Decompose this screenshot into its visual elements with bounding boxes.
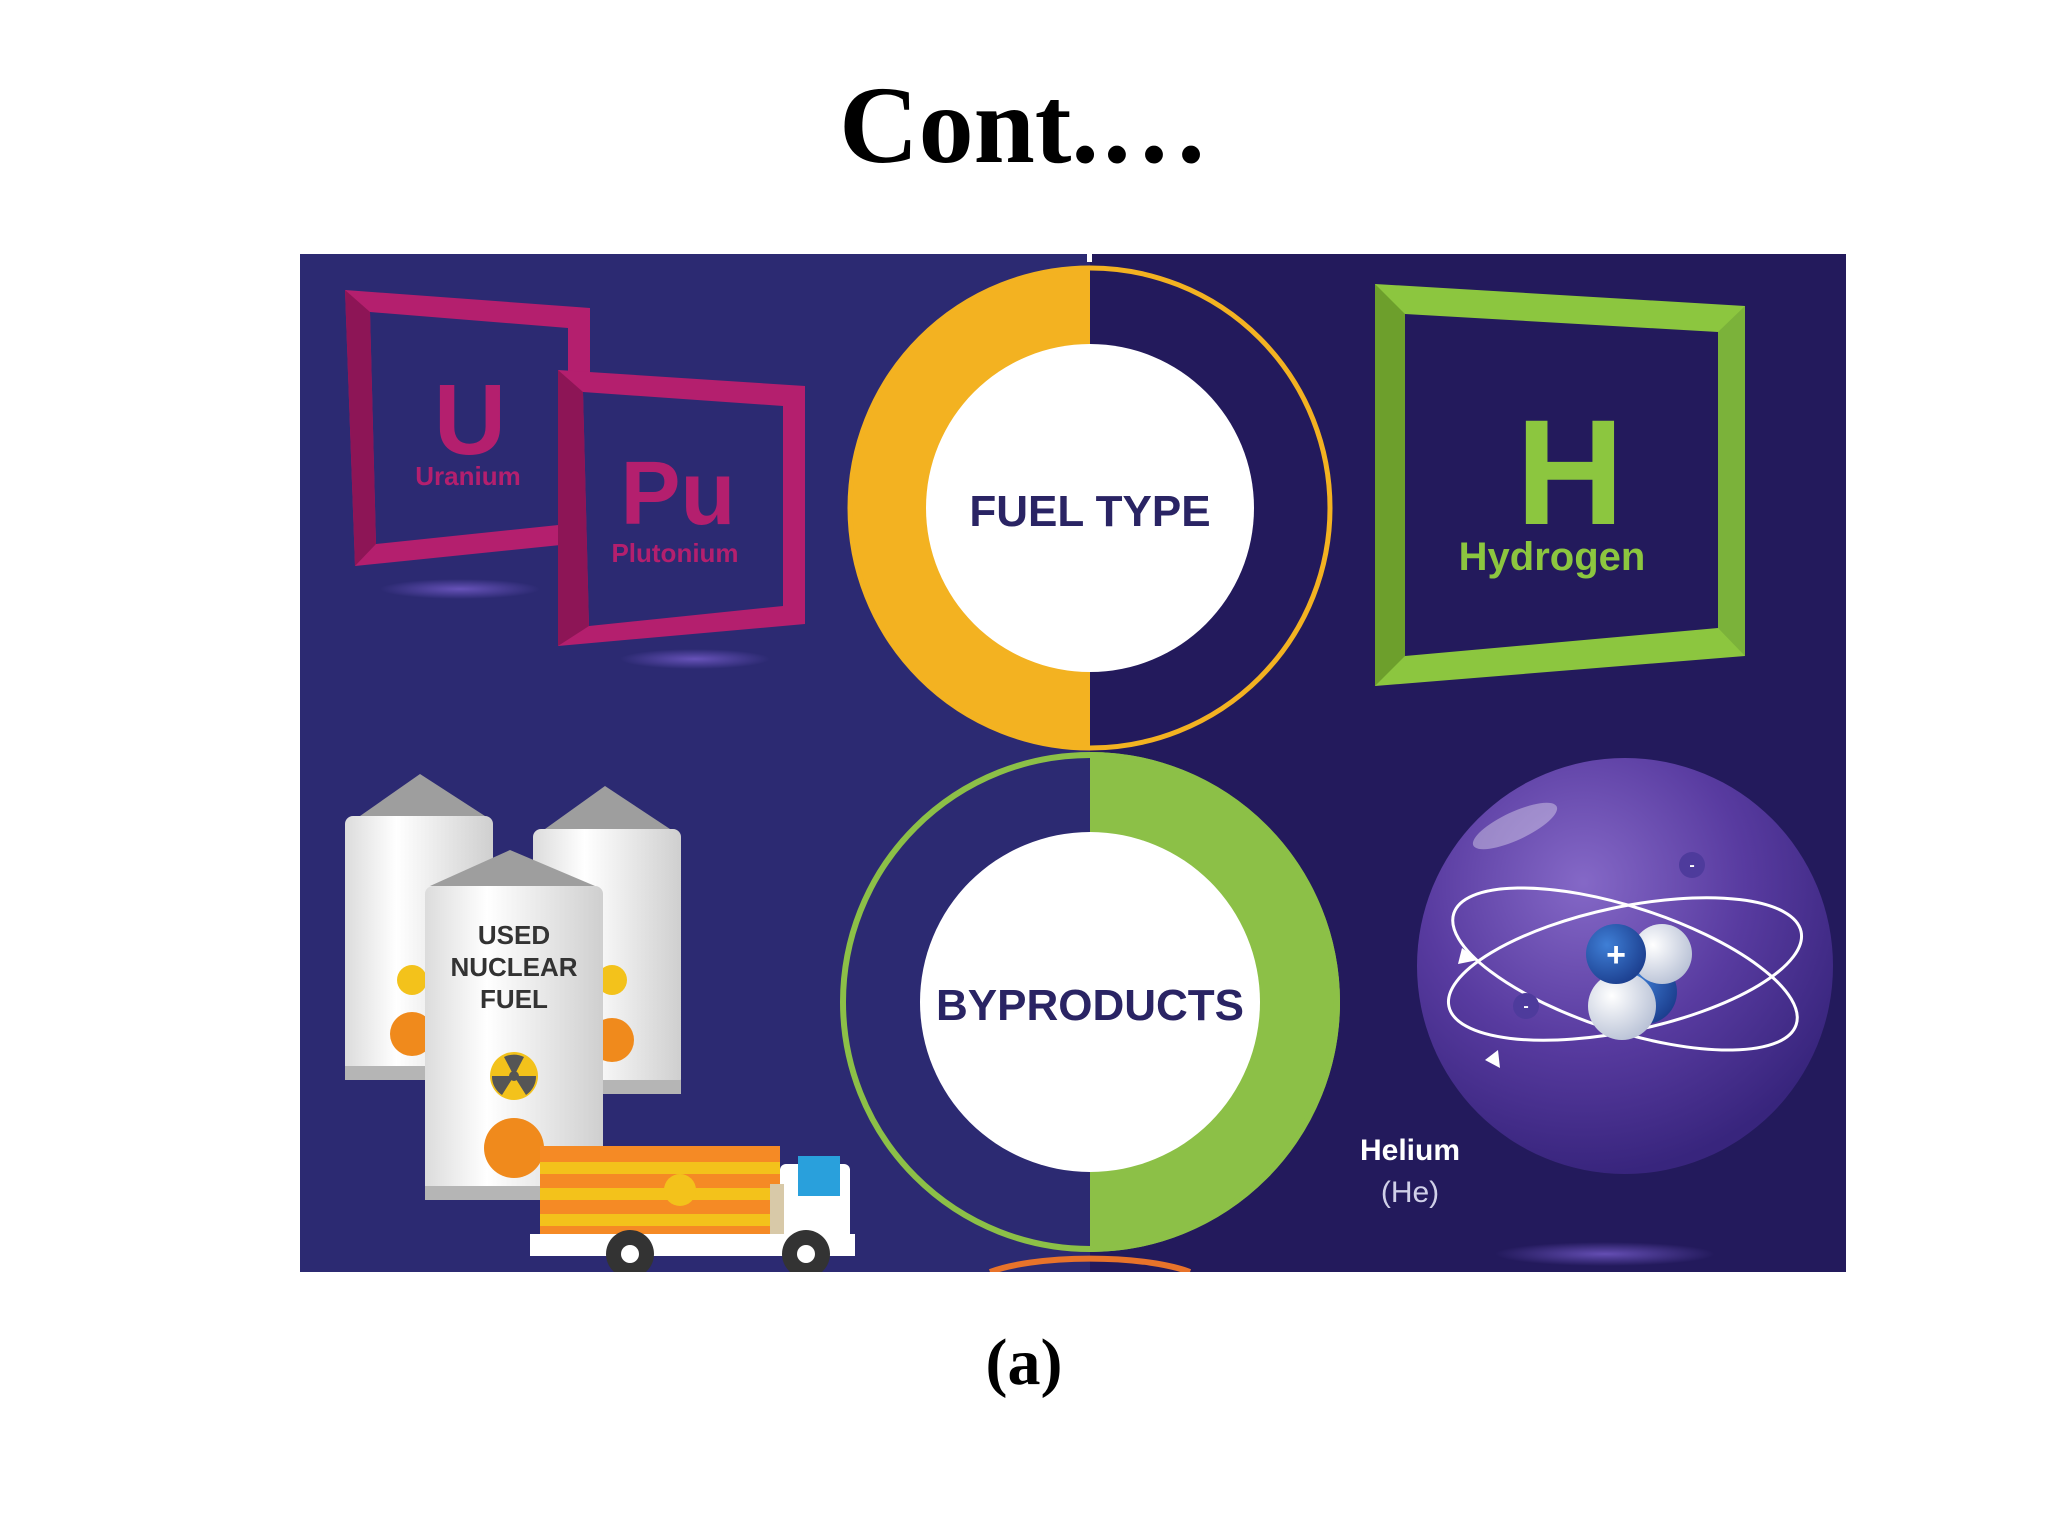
byproducts-label: BYPRODUCTS	[936, 981, 1244, 1030]
radiation-icon	[597, 965, 627, 995]
figure-canvas: FUEL TYPE BYPRODUCTS U Uranium	[300, 254, 1846, 1272]
fission-vs-fusion-figure: FUEL TYPE BYPRODUCTS U Uranium	[300, 254, 1846, 1272]
fuel-type-circle: FUEL TYPE	[847, 265, 1333, 751]
storage-cask-icon: USED NUCLEAR FUEL	[345, 774, 681, 1200]
byproducts-circle: BYPRODUCTS	[840, 752, 1340, 1252]
plutonium-name: Plutonium	[611, 538, 738, 568]
uranium-name: Uranium	[415, 461, 520, 491]
hydrogen-name: Hydrogen	[1459, 535, 1646, 579]
radiation-icon	[397, 965, 427, 995]
used-fuel-line1: USED	[478, 920, 550, 950]
hydrogen-symbol: H	[1516, 388, 1624, 556]
hydrogen-element-tile: H Hydrogen	[1375, 284, 1745, 686]
next-circle-edge	[988, 1255, 1192, 1272]
figure-caption: (a)	[985, 1326, 1063, 1399]
plutonium-element-tile: Pu Plutonium	[558, 370, 805, 669]
radiation-icon	[664, 1174, 696, 1206]
proton-sign: +	[1606, 936, 1626, 974]
atom-icon: - - +	[1417, 758, 1833, 1266]
helium-symbol: (He)	[1381, 1176, 1439, 1209]
truck-icon	[530, 1146, 855, 1272]
helium-name: Helium	[1360, 1134, 1460, 1167]
electron-sign-left: -	[1523, 998, 1528, 1015]
fuel-type-label: FUEL TYPE	[969, 487, 1210, 536]
used-fuel-line3: FUEL	[480, 984, 548, 1014]
plutonium-symbol: Pu	[620, 444, 735, 544]
center-tick	[1087, 254, 1092, 262]
uranium-element-tile: U Uranium	[345, 290, 590, 599]
slide-title: Cont.…	[839, 64, 1209, 186]
cask-front: USED NUCLEAR FUEL	[425, 850, 603, 1200]
electron-sign-top: -	[1689, 857, 1694, 874]
radiation-icon	[490, 1052, 538, 1100]
used-fuel-line2: NUCLEAR	[450, 952, 577, 982]
uranium-symbol: U	[434, 364, 506, 476]
